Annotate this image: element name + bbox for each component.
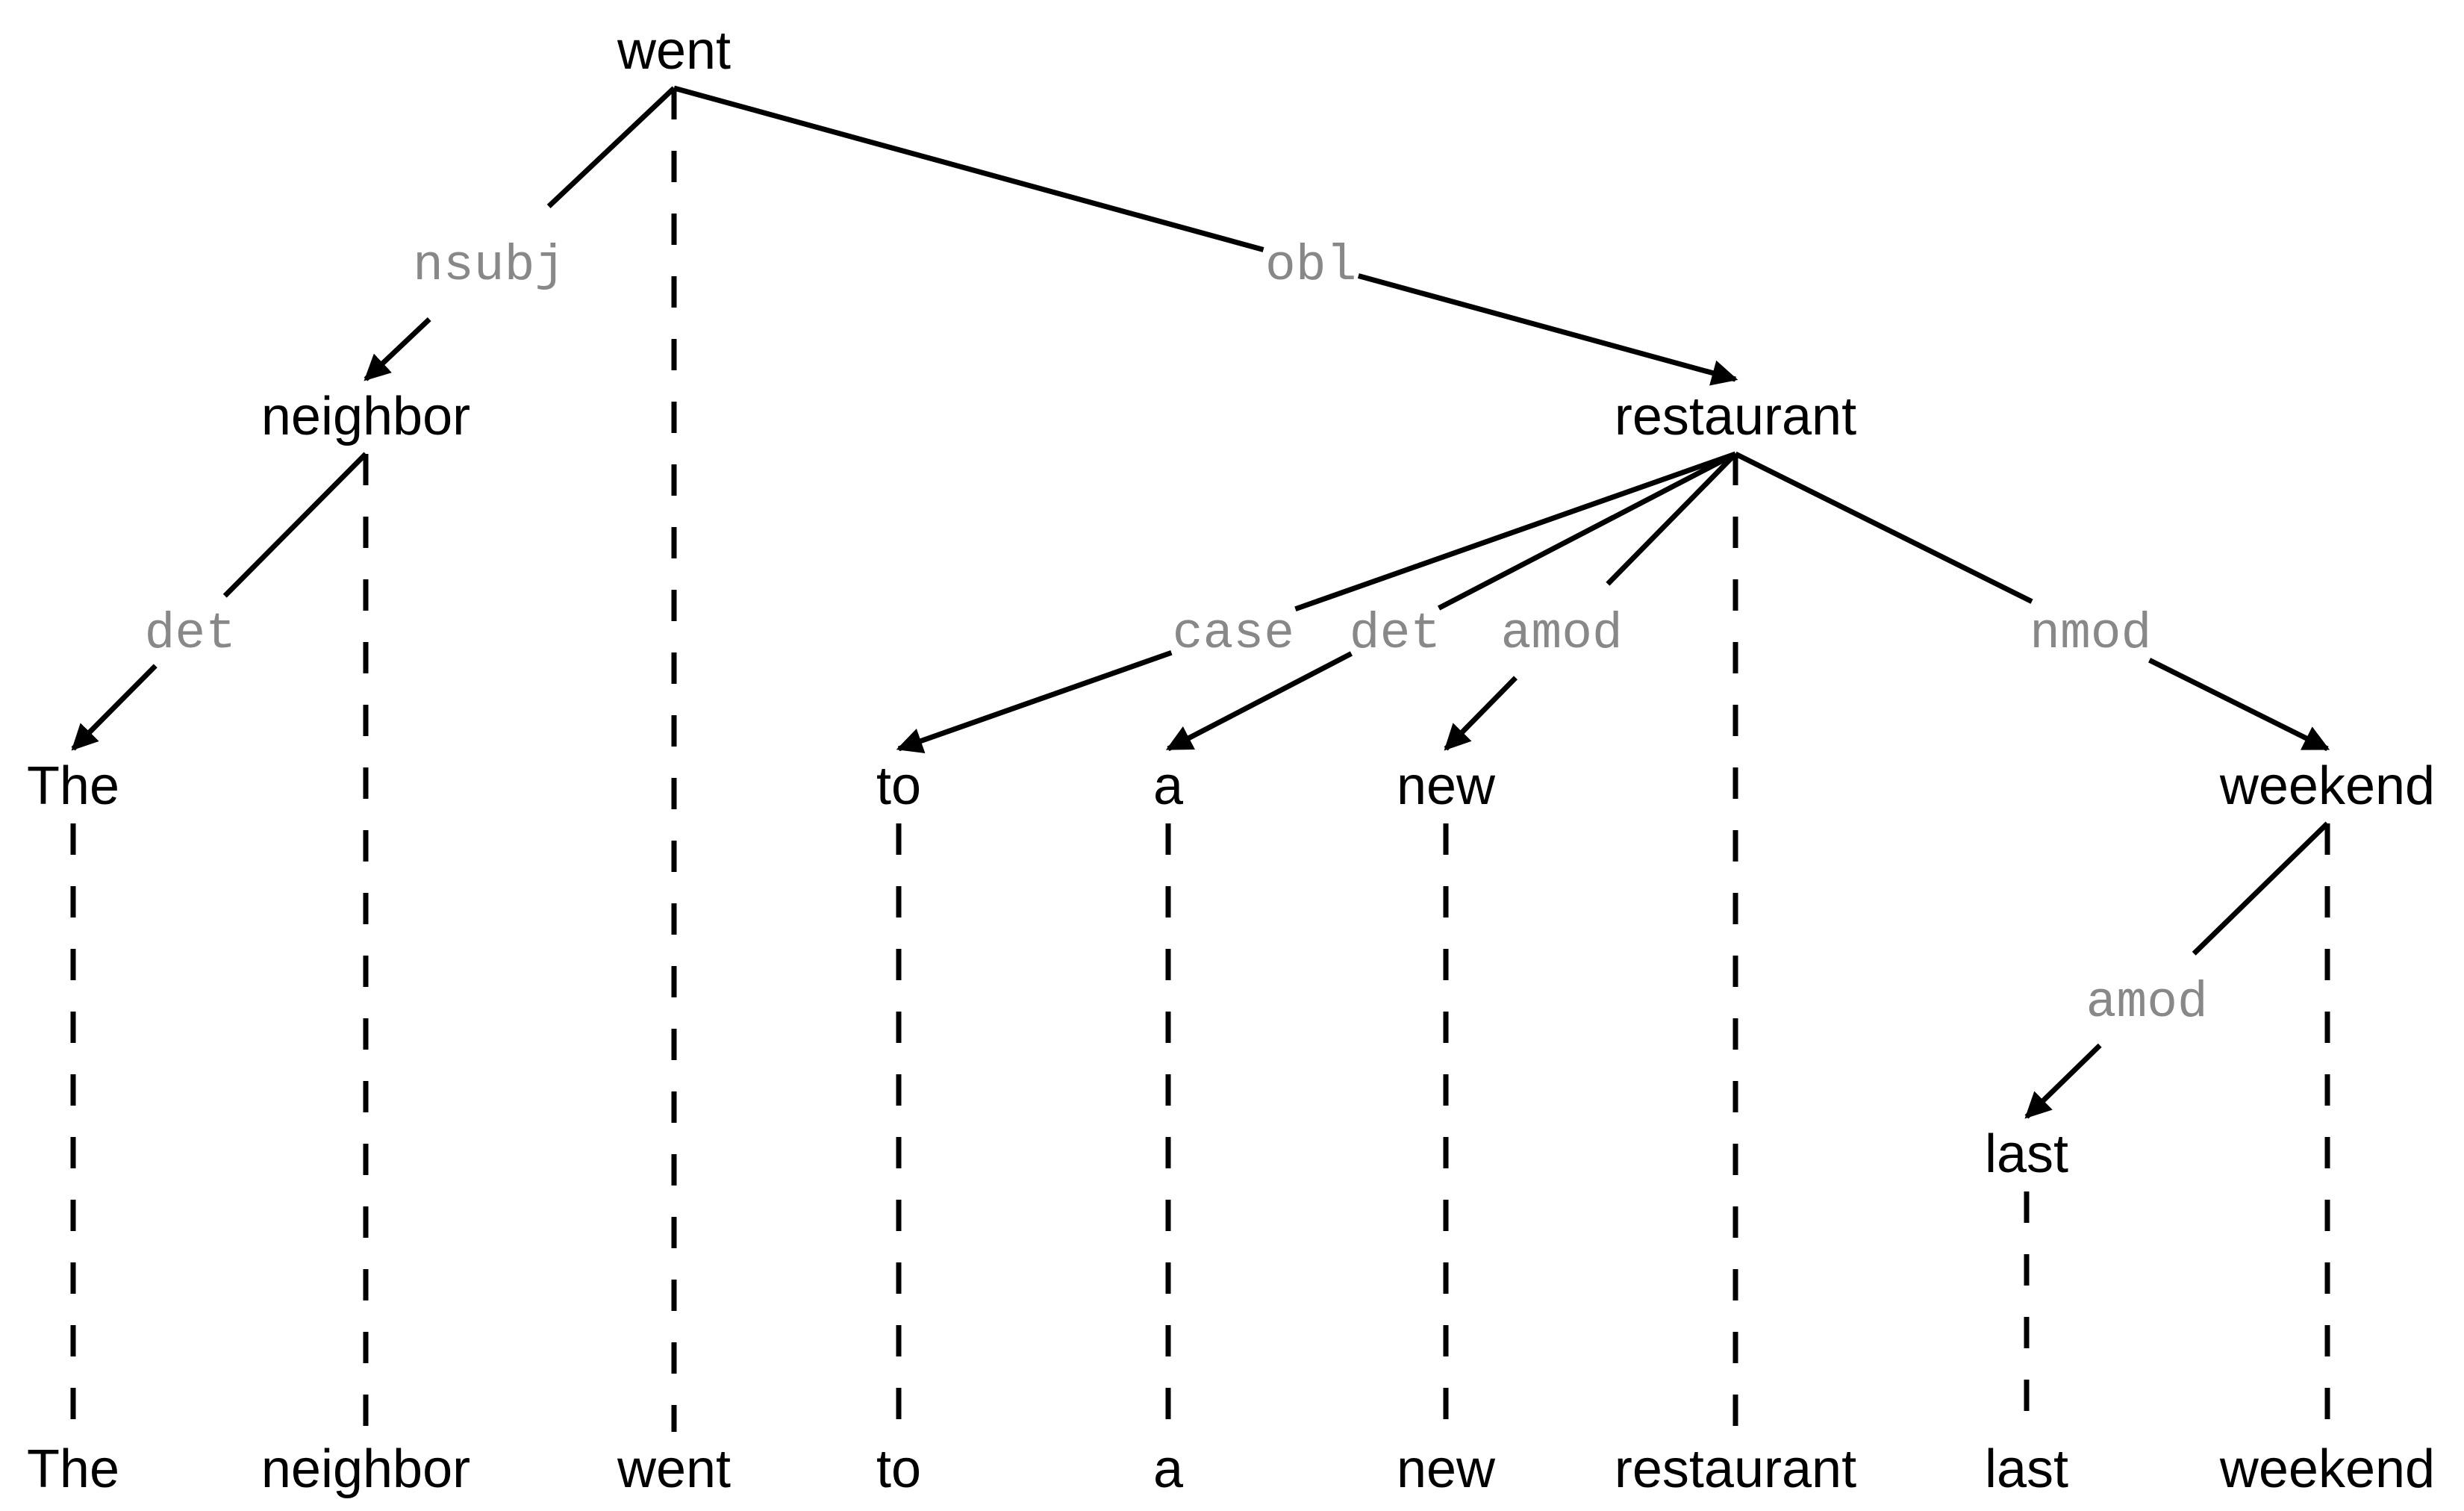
sentence-word-the: The [27, 1439, 119, 1499]
edge-restaurant-new-arrow [1444, 676, 1518, 751]
sentence-word-a: a [1153, 1439, 1184, 1499]
sentence-word-neighbor: neighbor [261, 1439, 470, 1499]
edge-weekend-last-arrow [2024, 1043, 2102, 1119]
sentence-word-last: last [1985, 1439, 2068, 1499]
dependency-edges [71, 85, 2330, 1119]
tree-node-last: last [1985, 1124, 2068, 1184]
edge-went-neighbor-arrow [364, 317, 431, 381]
tree-node-restaurant: restaurant [1615, 387, 1856, 446]
tree-node-went: went [617, 21, 731, 81]
edge-neighbor-the-upper [222, 452, 368, 598]
edge-label-obl: obl [1265, 237, 1356, 295]
sentence-word-went: went [617, 1439, 731, 1499]
edge-restaurant-new-upper [1606, 452, 1738, 586]
edge-label-nmod: nmod [2030, 605, 2151, 663]
edge-label-amod: amod [1501, 605, 1623, 663]
edge-label-nsubj: nsubj [413, 237, 565, 295]
edge-went-restaurant-upper [673, 85, 1264, 252]
edge-restaurant-weekend-upper [1734, 451, 2033, 604]
edge-label-amod: amod [2086, 974, 2208, 1032]
edge-went-restaurant-arrow [1357, 273, 1738, 386]
edge-label-case: case [1173, 605, 1294, 663]
sentence-word-weekend: weekend [2219, 1439, 2435, 1499]
edge-label-det: det [145, 605, 236, 663]
edge-weekend-last-upper [2192, 821, 2330, 956]
tree-node-weekend: weekend [2219, 756, 2435, 816]
projection-lines [70, 88, 2330, 1432]
edge-restaurant-weekend-arrow [2148, 658, 2330, 752]
sentence-row: The neighbor went to a new restaurant la… [27, 1439, 2435, 1499]
edge-restaurant-to-upper [1294, 451, 1737, 612]
tree-node-a: a [1153, 756, 1184, 816]
edge-label-det: det [1350, 605, 1441, 663]
tree-node-the: The [27, 756, 119, 816]
sentence-word-to: to [876, 1439, 921, 1499]
edge-restaurant-to-arrow [896, 649, 1173, 754]
edge-restaurant-a-upper [1437, 451, 1737, 611]
sentence-word-restaurant: restaurant [1615, 1439, 1856, 1499]
tree-nodes: The neighbor went to a new restaurant last weeke… [27, 21, 2435, 1184]
sentence-word-new: new [1397, 1439, 1496, 1499]
tree-node-neighbor: neighbor [261, 387, 470, 446]
tree-node-new: new [1397, 756, 1496, 816]
edge-neighbor-the-arrow [71, 664, 157, 751]
edge-went-neighbor-upper [546, 86, 676, 209]
edge-restaurant-a-arrow [1165, 651, 1353, 752]
tree-node-to: to [876, 756, 921, 816]
